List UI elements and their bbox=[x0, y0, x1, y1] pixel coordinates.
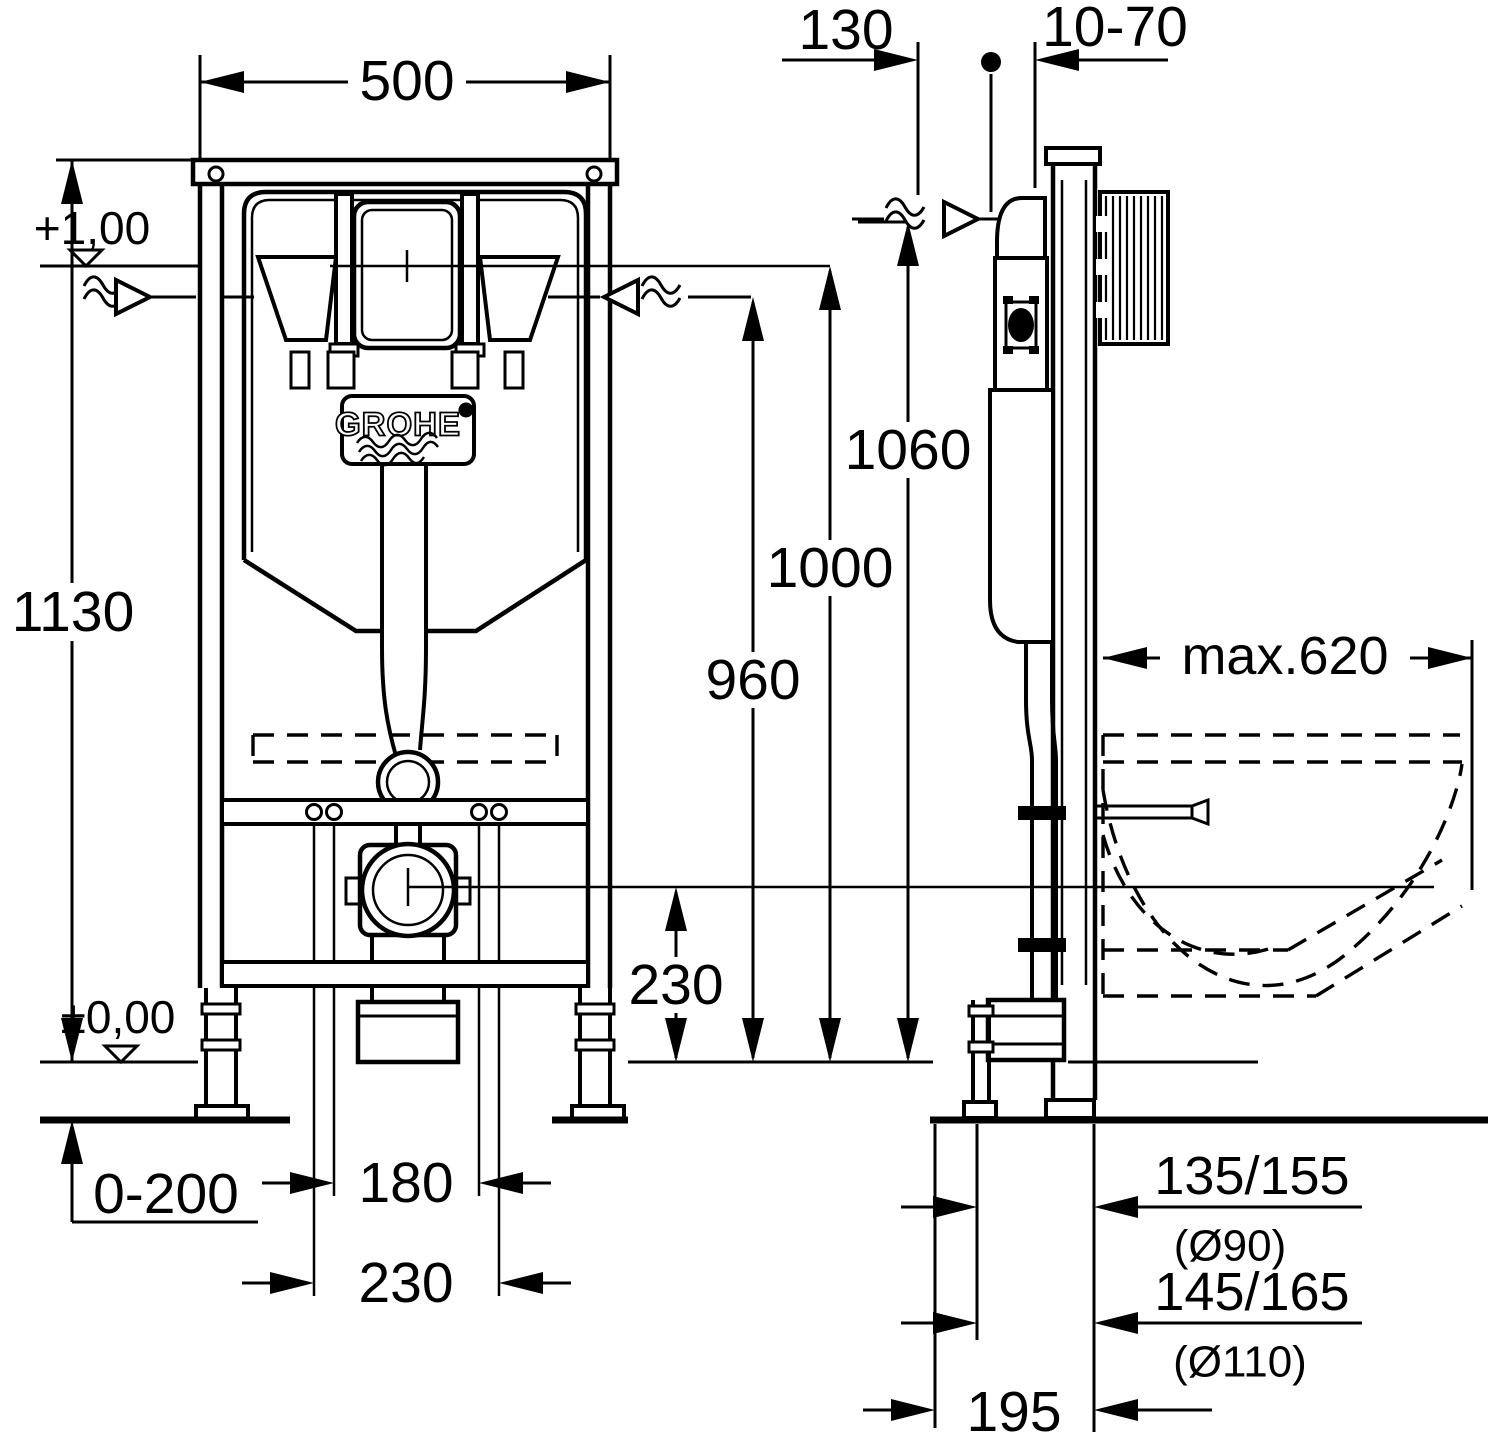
level-mark-plus-1: +1,00 bbox=[34, 202, 150, 269]
tank-inner-left bbox=[255, 255, 339, 342]
svg-text:0-200: 0-200 bbox=[93, 1162, 239, 1226]
logo-wave-icon bbox=[355, 431, 439, 449]
dim-bolts-230: 230 bbox=[242, 1251, 571, 1315]
drain-outlet-box bbox=[355, 999, 461, 1065]
dim-wall-10-70: 10-70 bbox=[1033, 0, 1188, 188]
wall-plate-hatched-block bbox=[1096, 190, 1170, 346]
water-inlet-arrow-right bbox=[548, 275, 751, 318]
dim-drain-195: 195 bbox=[863, 1380, 1212, 1444]
fixing-rod bbox=[1095, 797, 1210, 827]
svg-text:960: 960 bbox=[705, 648, 800, 712]
svg-text:230: 230 bbox=[358, 1251, 453, 1315]
dim-foot-0-200: 0-200 bbox=[61, 1120, 258, 1226]
dim-height-1130: 1130 bbox=[6, 158, 196, 1062]
cross-bars-and-bolts bbox=[220, 798, 590, 1296]
level-triangle-icon bbox=[66, 248, 106, 269]
water-inlet-arrow-left bbox=[82, 275, 254, 318]
svg-text:max.620: max.620 bbox=[1181, 626, 1388, 686]
front-view: GROHE bbox=[82, 157, 751, 1296]
dim-outlet-135-155: 135/155 (Ø90) bbox=[901, 1146, 1362, 1271]
top-plate-screw-icon bbox=[585, 165, 603, 183]
dim-depth-max-620: max.620 bbox=[1103, 626, 1474, 890]
svg-text:180: 180 bbox=[358, 1151, 453, 1215]
actuator-opening bbox=[328, 192, 486, 358]
svg-text:(Ø90): (Ø90) bbox=[1174, 1222, 1286, 1271]
svg-text:230: 230 bbox=[628, 953, 723, 1017]
logo-dot-icon bbox=[458, 402, 474, 418]
logo-wave-icon bbox=[359, 451, 426, 467]
datum-dot-icon bbox=[981, 52, 1001, 72]
water-inlet-arrow-side bbox=[852, 197, 998, 240]
svg-text:145/165: 145/165 bbox=[1154, 1262, 1349, 1322]
svg-text:±0,00: ±0,00 bbox=[61, 991, 176, 1043]
wc-bowl-dashed-outline bbox=[1101, 733, 1464, 998]
frame-top-plate bbox=[190, 157, 620, 187]
dim-bolts-180: 180 bbox=[262, 1151, 551, 1215]
svg-text:1060: 1060 bbox=[845, 418, 972, 482]
dim-level-1000: 1000 bbox=[764, 266, 896, 1062]
svg-text:500: 500 bbox=[359, 49, 454, 113]
dimensions: 500 1130 +1,00 ±0,00 0-200 bbox=[6, 0, 1474, 1444]
reference-lines bbox=[40, 264, 1488, 1124]
dim-width-500: 500 bbox=[198, 49, 612, 158]
rail-top-cap bbox=[1044, 146, 1102, 166]
level-triangle-icon bbox=[101, 1044, 141, 1065]
svg-text:1000: 1000 bbox=[767, 536, 894, 600]
level-mark-zero: ±0,00 bbox=[61, 991, 176, 1065]
valve-fittings bbox=[289, 350, 525, 390]
tank-inner-right bbox=[477, 255, 561, 342]
svg-text:+1,00: +1,00 bbox=[34, 202, 150, 254]
dim-level-1060: 1060 bbox=[842, 220, 974, 1062]
dim-offset-130: 130 bbox=[782, 0, 1001, 212]
dim-level-960: 960 bbox=[696, 297, 810, 1062]
svg-text:195: 195 bbox=[966, 1380, 1061, 1444]
dim-outlet-145-165: 145/165 (Ø110) bbox=[901, 1262, 1362, 1387]
svg-text:1130: 1130 bbox=[12, 580, 135, 644]
svg-text:135/155: 135/155 bbox=[1154, 1146, 1349, 1206]
grohe-logo-plate: GROHE bbox=[334, 394, 476, 467]
adjustable-feet bbox=[194, 988, 626, 1122]
below-floor-extensions bbox=[933, 1124, 1096, 1432]
svg-text:(Ø110): (Ø110) bbox=[1173, 1338, 1307, 1387]
svg-text:10-70: 10-70 bbox=[1042, 0, 1188, 59]
drain-elbow-block bbox=[985, 997, 1067, 1063]
logo-wave-icon bbox=[357, 440, 440, 458]
grohe-logo-text: GROHE bbox=[335, 406, 461, 443]
cistern-side-profile bbox=[985, 196, 1067, 1063]
side-view bbox=[852, 146, 1464, 1120]
top-plate-screw-icon bbox=[207, 165, 225, 183]
dim-outlet-height-230: 230 bbox=[618, 887, 734, 1062]
